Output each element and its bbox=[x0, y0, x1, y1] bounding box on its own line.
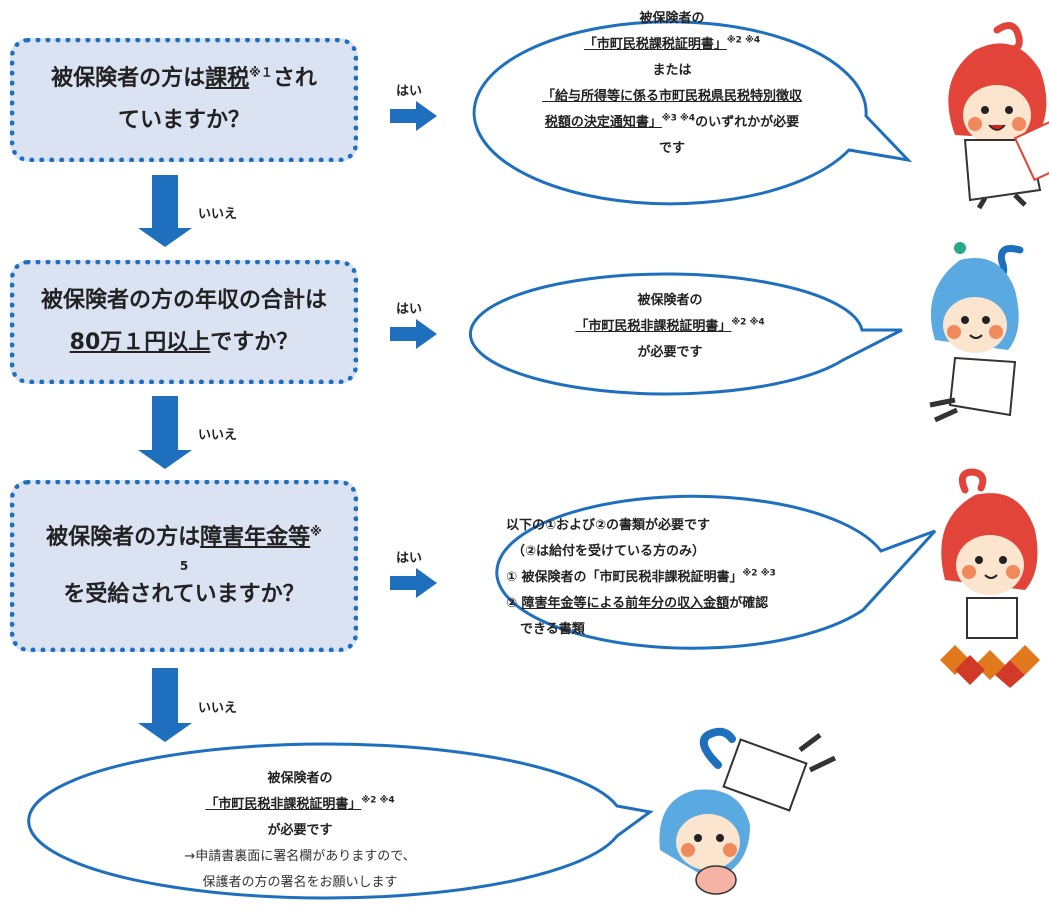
b4-signature-note-2: 保護者の方の署名をお願いします bbox=[202, 875, 398, 890]
b2-footnote: ※2 ※4 bbox=[731, 317, 765, 328]
no-label-3: いいえ bbox=[198, 701, 238, 716]
b4-line3: が必要です bbox=[267, 823, 333, 838]
b4-certificate-name: 「市町民税非課税証明書」 bbox=[205, 797, 362, 812]
q3-underlined-term: 障害年金等 bbox=[200, 524, 311, 550]
q2-underlined-term: 80万１円以上 bbox=[69, 330, 211, 355]
bubble-1: 被保険者の 「市町民税課税証明書」※2 ※4 または 「給与所得等に係る市町民税… bbox=[492, 6, 852, 162]
b1-required: のいずれかが必要 bbox=[695, 115, 800, 130]
bubble-1-shape bbox=[472, 20, 913, 206]
yes-label-3: はい bbox=[396, 551, 423, 566]
q2-text-post: ですか？ bbox=[210, 330, 299, 355]
bubble-2-shape bbox=[468, 272, 903, 396]
q1-text-pre: 被保険者の方は bbox=[51, 66, 206, 92]
bubble-4-shape bbox=[27, 742, 654, 900]
q3-line2: を受給されていますか？ bbox=[63, 582, 305, 607]
b3-line2: （②は給付を受けている方のみ） bbox=[512, 544, 706, 559]
b1-footnote-1: ※2 ※4 bbox=[726, 35, 761, 46]
right-arrow-1 bbox=[390, 101, 437, 131]
b1-notice-name-2: 税額の決定通知書」 bbox=[544, 115, 662, 130]
q1-underlined-term: 課税 bbox=[205, 66, 250, 92]
b2-certificate-name: 「市町民税非課税証明書」 bbox=[575, 319, 732, 334]
right-arrow-3 bbox=[390, 568, 437, 598]
mascot-blue-2 bbox=[659, 727, 837, 895]
no-label-2: いいえ bbox=[198, 428, 238, 443]
q1-text-post: され bbox=[272, 66, 317, 92]
b1-certificate-name: 「市町民税課税証明書」 bbox=[583, 37, 727, 52]
bubble-3-shape bbox=[495, 494, 937, 650]
mascot-blue-1 bbox=[929, 242, 1024, 423]
b3-item2-post: が確認 bbox=[729, 596, 769, 611]
b2-line1: 被保険者の bbox=[637, 293, 703, 308]
b3-item2-term: 障害年金等による前年分の収入金額 bbox=[521, 596, 730, 611]
question-box-1: 被保険者の方は課税※１され ていますか？ bbox=[10, 38, 358, 162]
q3-footnote-number: 5 bbox=[179, 559, 189, 573]
mascot-red-2 bbox=[940, 468, 1040, 688]
q2-line1: 被保険者の方の年収の合計は bbox=[40, 288, 327, 314]
mascot-red-1 bbox=[948, 22, 1049, 210]
yes-label-1: はい bbox=[396, 84, 423, 99]
b1-line6: です bbox=[658, 141, 685, 156]
b1-notice-name-1: 「給与所得等に係る市町民税県民税特別徴収 bbox=[541, 89, 802, 104]
b2-line3: が必要です bbox=[637, 345, 703, 360]
b4-line1: 被保険者の bbox=[267, 771, 333, 786]
b1-or: または bbox=[652, 63, 692, 78]
b1-line1: 被保険者の bbox=[639, 11, 705, 26]
question-box-2: 被保険者の方の年収の合計は 80万１円以上ですか？ bbox=[10, 260, 358, 384]
q3-text-pre: 被保険者の方は bbox=[46, 524, 201, 550]
q1-line2: ていますか？ bbox=[117, 108, 250, 133]
down-arrow-2 bbox=[138, 396, 192, 469]
no-label-1: いいえ bbox=[198, 207, 238, 222]
bubble-4: 被保険者の 「市町民税非課税証明書」※2 ※4 が必要です →申請書裏面に署名欄… bbox=[120, 766, 480, 896]
q3-footnote: ※ bbox=[310, 524, 322, 539]
b3-line1: 以下の①および②の書類が必要です bbox=[506, 518, 711, 533]
right-arrow-2 bbox=[390, 319, 437, 349]
down-arrow-1 bbox=[138, 175, 192, 247]
bubble-2: 被保険者の 「市町民税非課税証明書」※2 ※4 が必要です bbox=[490, 288, 850, 366]
q1-footnote: ※１ bbox=[249, 65, 273, 80]
b3-item1: ① 被保険者の「市町民税非課税証明書」 bbox=[506, 570, 743, 585]
b3-footnote: ※2 ※3 bbox=[742, 568, 776, 579]
b4-footnote: ※2 ※4 bbox=[361, 795, 395, 806]
b3-line5: できる書類 bbox=[520, 622, 585, 637]
yes-label-2: はい bbox=[396, 302, 423, 317]
b4-signature-note-1: →申請書裏面に署名欄がありますので、 bbox=[184, 849, 416, 864]
down-arrow-3 bbox=[138, 668, 192, 742]
question-box-3: 被保険者の方は障害年金等※ 5 を受給されていますか？ bbox=[10, 480, 358, 652]
bubble-3: 以下の①および②の書類が必要です （②は給付を受けている方のみ） ① 被保険者の… bbox=[506, 513, 866, 643]
b3-item2-marker: ② bbox=[506, 596, 522, 611]
b1-footnote-2: ※3 ※4 bbox=[661, 113, 696, 124]
